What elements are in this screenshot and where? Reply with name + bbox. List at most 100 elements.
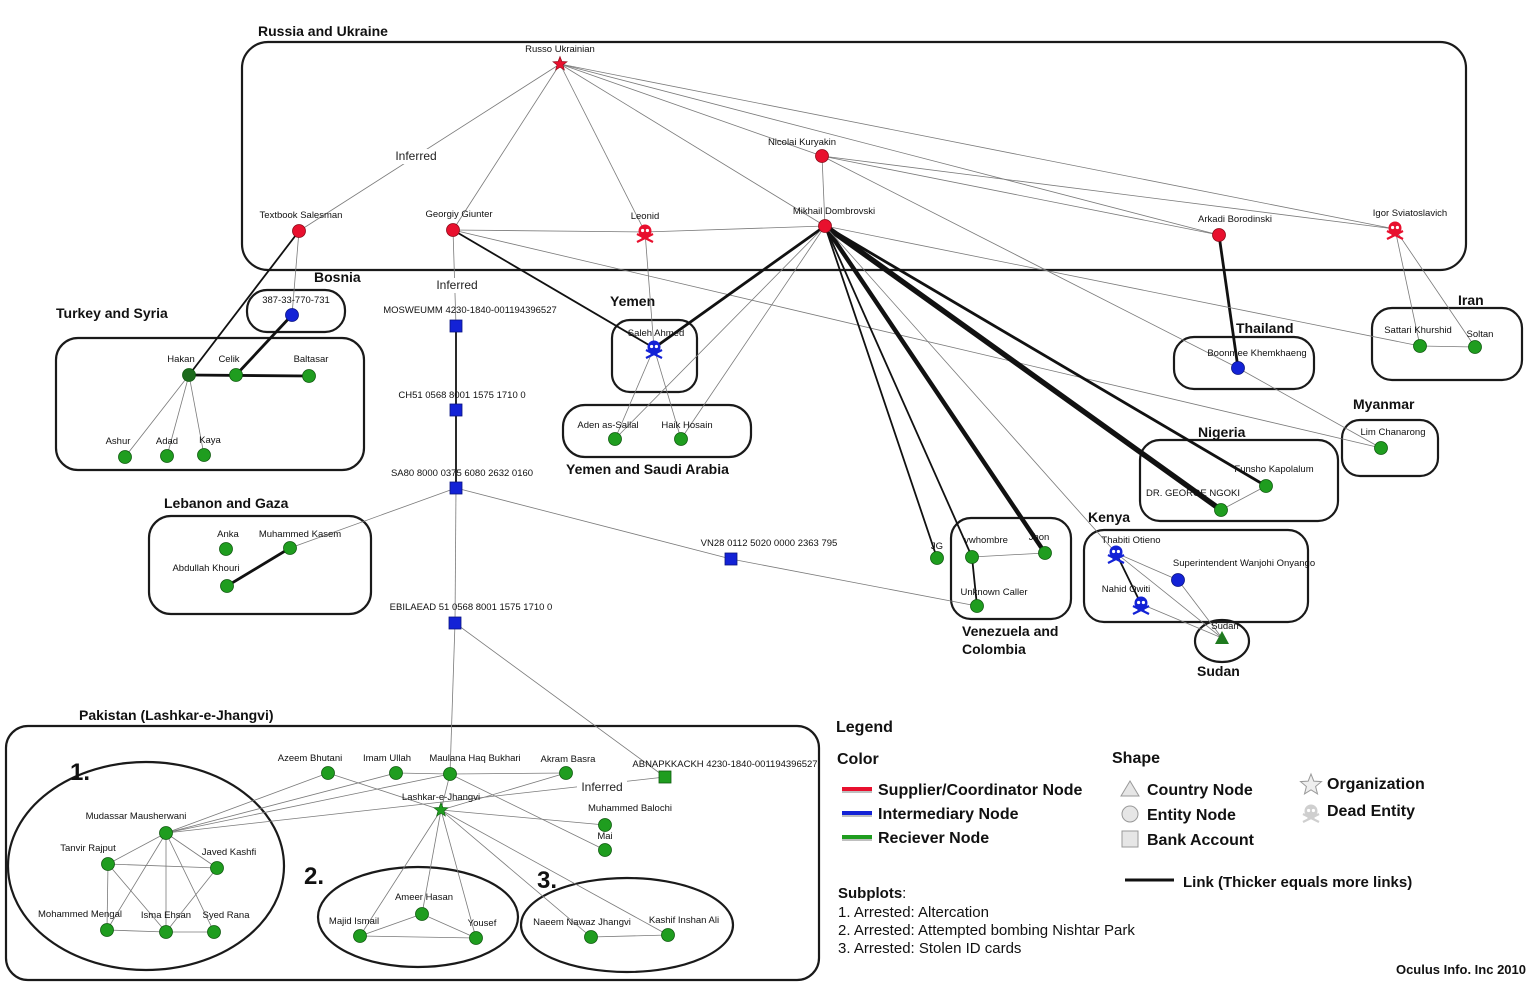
- node-label-anka: Anka: [217, 529, 239, 540]
- link-nicolai-igor: [821, 155, 1396, 230]
- node-mai-circle-icon: [598, 843, 612, 857]
- link-bosnia_acct-celik: [234, 314, 294, 376]
- node-isma-circle-icon: [159, 925, 173, 939]
- region-box-myanmar: [1340, 418, 1440, 478]
- node-label-russo: Russo Ukrainian: [525, 44, 595, 55]
- node-arkadi-circle-icon: [1212, 228, 1226, 242]
- link-kasem-khouri: [226, 546, 291, 588]
- subplot-item-2: 2. Arrested: Attempted bombing Nishtar P…: [838, 922, 1135, 939]
- region-box-yemen_saudi: [561, 403, 753, 459]
- node-adad-circle-icon: [160, 449, 174, 463]
- node-abnap-square-icon: [658, 770, 672, 784]
- legend-extra-organization: Organization: [1327, 776, 1425, 793]
- region-box-lebanon: [147, 514, 373, 616]
- region-label-thailand: Thailand: [1236, 320, 1294, 336]
- link-arkadi-boonmee: [1217, 234, 1240, 369]
- subplot-ellipse-3: [519, 876, 735, 974]
- link-mikhail-jg: [824, 225, 938, 559]
- node-label-kasem: Muhammed Kasem: [259, 529, 341, 540]
- node-balochi-circle-icon: [598, 818, 612, 832]
- node-label-majid: Majid Ismail: [329, 916, 379, 927]
- node-label-nicolai: Nicolai Kuryakin: [768, 137, 836, 148]
- legend-skull-icon: [1302, 804, 1320, 823]
- link-azeem-lej: [327, 772, 442, 811]
- node-russo-star-icon: [552, 55, 568, 71]
- link-ameer-majid: [359, 913, 423, 937]
- node-jhon-circle-icon: [1038, 546, 1052, 560]
- node-lim-circle-icon: [1374, 441, 1388, 455]
- region-box-turkey: [54, 336, 366, 472]
- link-russo-mikhail: [559, 63, 826, 227]
- region-box-bosnia: [245, 288, 347, 334]
- link-label-inferred: Inferred: [581, 780, 622, 794]
- link-nahid-sudan_node: [1140, 603, 1223, 639]
- link-leonid-saleh: [644, 231, 655, 349]
- link-label-backdrop: [391, 149, 441, 164]
- link-majid-yousef: [359, 935, 477, 939]
- node-label-sattari: Sattari Khurshid: [1384, 325, 1452, 336]
- node-sattari-circle-icon: [1413, 339, 1427, 353]
- node-bosnia_acct-circle-icon: [285, 308, 299, 322]
- link-mudassar-javed: [165, 832, 218, 869]
- node-label-ameer: Ameer Hasan: [395, 892, 453, 903]
- node-label-mai: Mai: [597, 831, 612, 842]
- node-thabiti-skull-icon: [1107, 545, 1125, 564]
- link-imam-mudassar: [165, 772, 397, 834]
- region-box-sudan: [1193, 618, 1251, 664]
- region-box-kenya: [1082, 528, 1310, 624]
- node-ngoki-circle-icon: [1214, 503, 1228, 517]
- legend-color-reciever-node: Reciever Node: [878, 830, 989, 847]
- node-label-wanjohi: Superintendent Wanjohi Onyango: [1173, 558, 1315, 569]
- node-label-igor: Igor Sviatoslavich: [1373, 208, 1447, 219]
- node-ebilaead-square-icon: [448, 616, 462, 630]
- link-textbook-bosnia_acct: [291, 230, 300, 316]
- link-maulana-mai: [449, 773, 606, 851]
- link-vn28-unknown: [730, 558, 978, 607]
- node-label-haik: Haik Hosain: [661, 420, 712, 431]
- link-saleh-haik: [653, 347, 682, 440]
- node-label-soltan: Soltan: [1467, 329, 1494, 340]
- link-lej-naeem: [440, 809, 592, 938]
- node-khouri-circle-icon: [220, 579, 234, 593]
- node-label-bosnia_acct: 387-33-770-731: [262, 295, 330, 306]
- node-label-khouri: Abdullah Khouri: [172, 563, 239, 574]
- link-wanjohi-sudan_node: [1177, 579, 1223, 639]
- node-vwhombre-circle-icon: [965, 550, 979, 564]
- credit-text: Oculus Info. Inc 2010: [1396, 962, 1526, 977]
- region-label-lebanon: Lebanon and Gaza: [164, 495, 289, 511]
- node-imam-circle-icon: [389, 766, 403, 780]
- node-sa80-square-icon: [449, 481, 463, 495]
- node-label-jhon: Jhon: [1029, 532, 1050, 543]
- link-naeem-kashif: [590, 934, 669, 938]
- node-syed-circle-icon: [207, 925, 221, 939]
- link-igor-sattari: [1394, 228, 1421, 347]
- region-label-bosnia: Bosnia: [314, 269, 361, 285]
- node-vn28-square-icon: [724, 552, 738, 566]
- node-majid-circle-icon: [353, 929, 367, 943]
- link-igor-soltan: [1394, 228, 1476, 348]
- link-leonid-mikhail: [644, 225, 826, 233]
- link-ebilaead-maulana: [449, 622, 456, 775]
- node-label-lim: Lim Chanarong: [1361, 427, 1426, 438]
- node-label-ngoki: DR. GEORGE NGOKI: [1146, 488, 1240, 499]
- subplot-number-3: 3.: [537, 867, 557, 894]
- node-label-arkadi: Arkadi Borodinski: [1198, 214, 1272, 225]
- legend-color-supplier-coordinator-node: Supplier/Coordinator Node: [878, 782, 1083, 799]
- node-nicolai-circle-icon: [815, 149, 829, 163]
- node-anka-circle-icon: [219, 542, 233, 556]
- node-label-adad: Adad: [156, 436, 178, 447]
- node-wanjohi-circle-icon: [1171, 573, 1185, 587]
- node-mikhail-circle-icon: [818, 219, 832, 233]
- link-mikhail-funsho: [824, 224, 1267, 488]
- node-label-baltasar: Baltasar: [294, 354, 329, 365]
- link-lej-yousef: [440, 809, 477, 939]
- node-javed-circle-icon: [210, 861, 224, 875]
- link-imam-maulana: [395, 772, 451, 775]
- node-ameer-circle-icon: [415, 907, 429, 921]
- node-ch51-square-icon: [449, 403, 463, 417]
- region-box-venezuela: [949, 516, 1073, 621]
- legend-shape-country-node: Country Node: [1147, 782, 1253, 799]
